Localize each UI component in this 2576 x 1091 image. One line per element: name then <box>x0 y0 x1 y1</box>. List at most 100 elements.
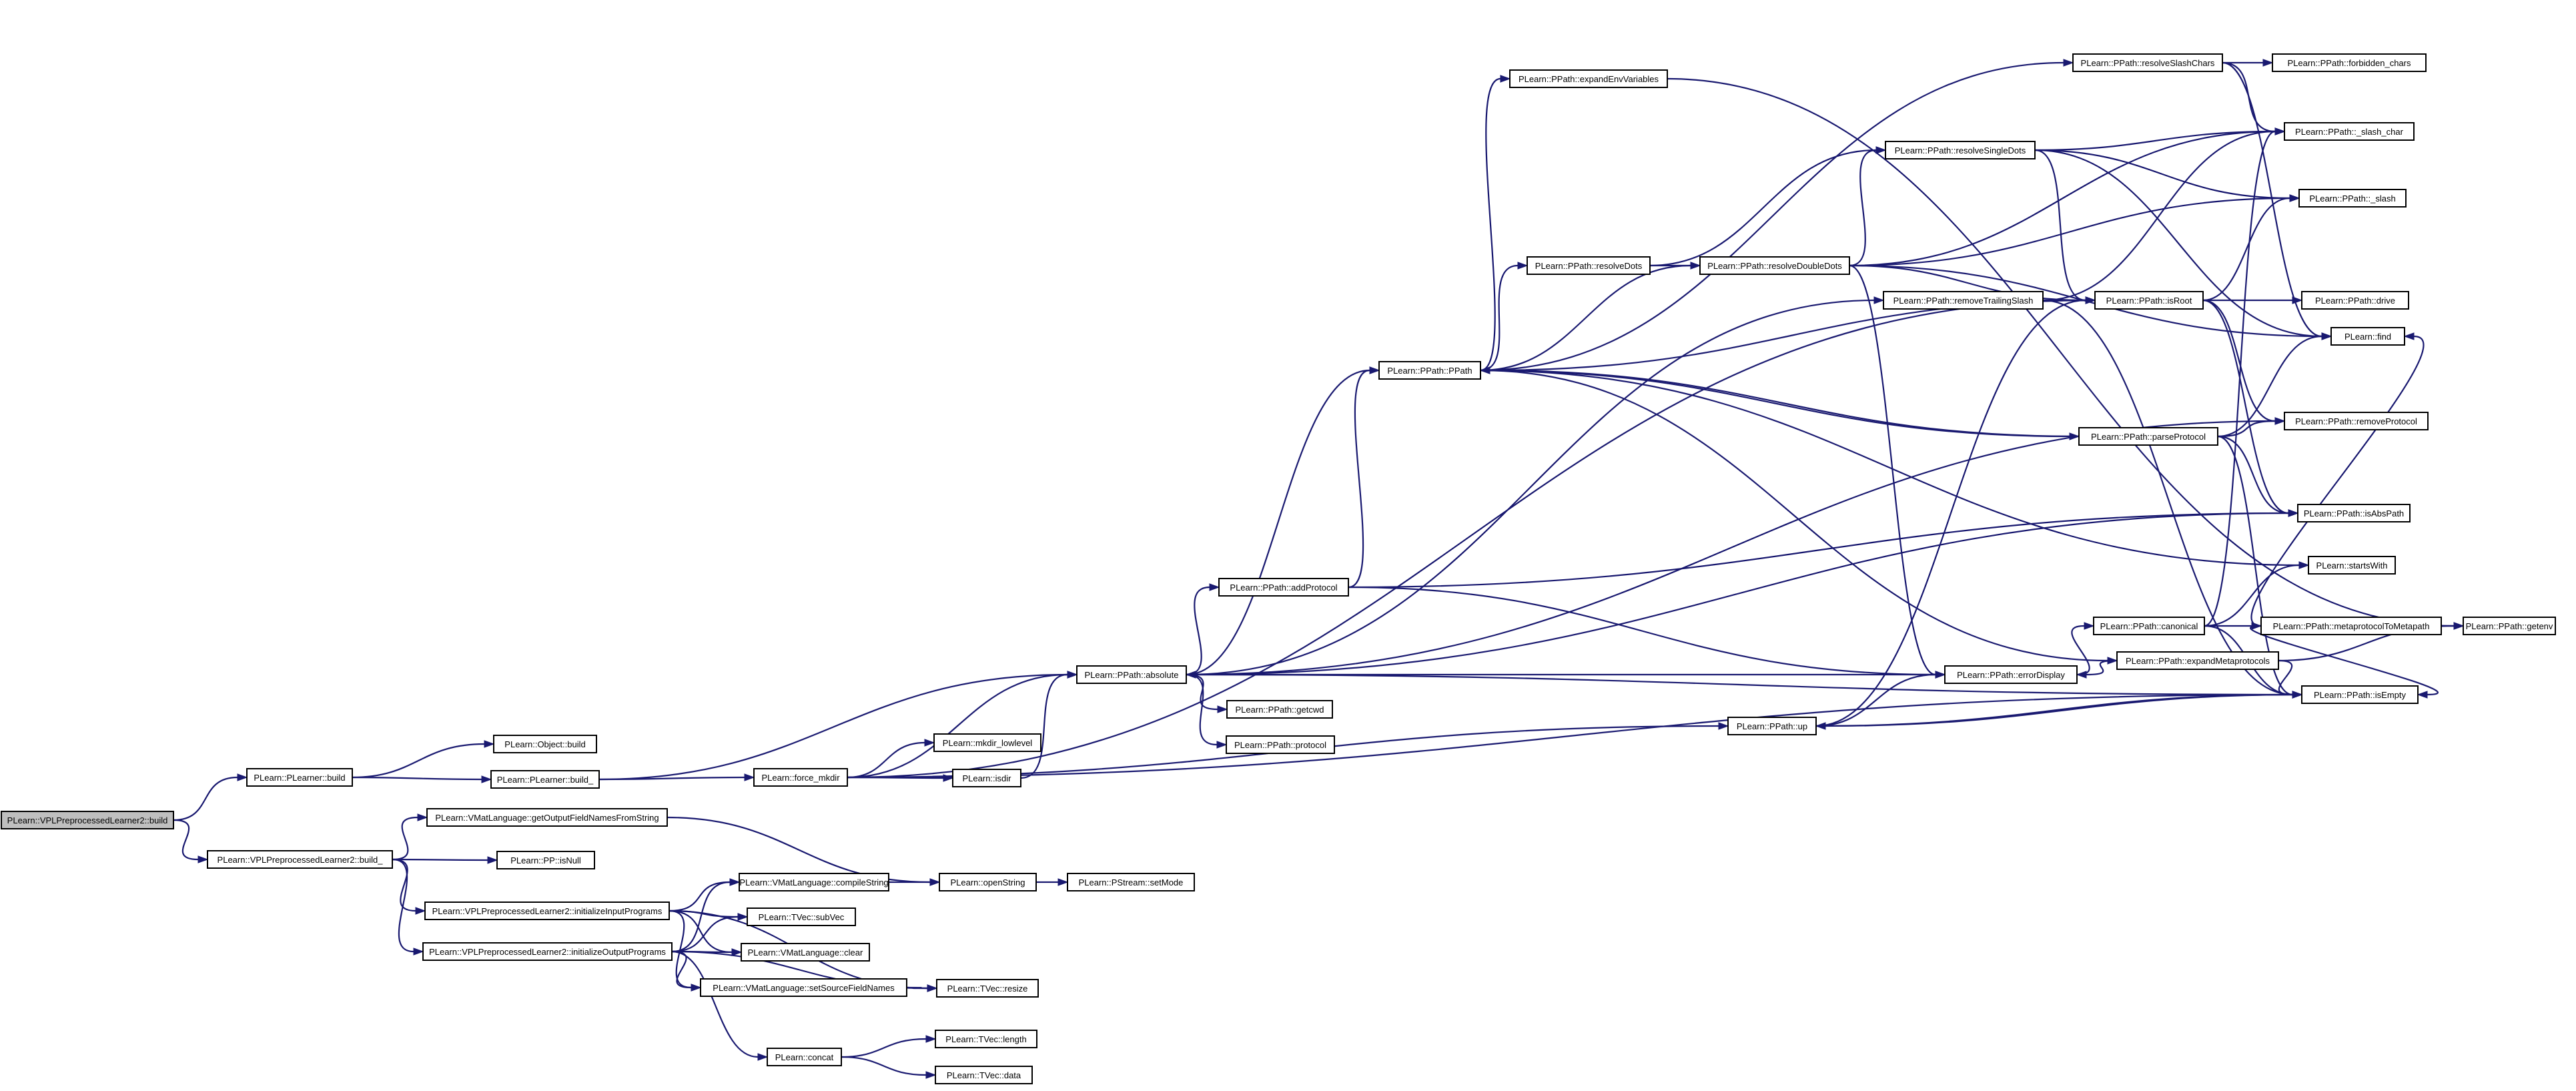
node-box[interactable] <box>753 768 848 787</box>
node-box[interactable] <box>2284 122 2415 141</box>
node-box[interactable] <box>426 808 668 827</box>
node-plearner_build[interactable]: PLearn::PLearner::build <box>246 768 353 787</box>
node-concat[interactable]: PLearn::concat <box>767 1048 842 1066</box>
node-box[interactable] <box>739 873 889 891</box>
node-getcwd[interactable]: PLearn::PPath::getcwd <box>1226 700 1333 719</box>
node-startsWith[interactable]: PLearn::startsWith <box>2308 556 2396 575</box>
node-getenv[interactable]: PLearn::PPath::getenv <box>2463 617 2556 635</box>
node-box[interactable] <box>2301 291 2409 310</box>
node-box[interactable] <box>2072 53 2223 72</box>
node-tvec_length[interactable]: PLearn::TVec::length <box>935 1030 1037 1048</box>
node-forbidden_chars[interactable]: PLearn::PPath::forbidden_chars <box>2272 53 2427 72</box>
node-vpl_build[interactable]: PLearn::VPLPreprocessedLearner2::build <box>1 811 174 829</box>
node-box[interactable] <box>741 943 870 962</box>
node-box[interactable] <box>767 1048 842 1066</box>
node-box[interactable] <box>1067 873 1195 891</box>
node-resolveSlashChars[interactable]: PLearn::PPath::resolveSlashChars <box>2072 53 2223 72</box>
node-tvec_resize[interactable]: PLearn::TVec::resize <box>936 979 1039 998</box>
node-box[interactable] <box>2272 53 2427 72</box>
node-box[interactable] <box>2308 556 2396 575</box>
node-box[interactable] <box>2297 504 2411 522</box>
node-ppisnull[interactable]: PLearn::PP::isNull <box>496 851 595 869</box>
node-slash_char[interactable]: PLearn::PPath::_slash_char <box>2284 122 2415 141</box>
node-box[interactable] <box>1885 141 2036 159</box>
node-setSourceFieldNames[interactable]: PLearn::VMatLanguage::setSourceFieldName… <box>700 978 907 997</box>
node-box[interactable] <box>2094 291 2204 310</box>
node-box[interactable] <box>700 978 907 997</box>
node-box[interactable] <box>1226 735 1335 754</box>
node-box[interactable] <box>1944 665 2078 684</box>
node-isRoot[interactable]: PLearn::PPath::isRoot <box>2094 291 2204 310</box>
node-box[interactable] <box>1883 291 2044 310</box>
node-resolveSingleDots[interactable]: PLearn::PPath::resolveSingleDots <box>1885 141 2036 159</box>
node-initOutput[interactable]: PLearn::VPLPreprocessedLearner2::initial… <box>422 942 673 961</box>
node-box[interactable] <box>490 770 600 789</box>
node-find[interactable]: PLearn::find <box>2330 327 2405 346</box>
node-box[interactable] <box>1509 69 1668 88</box>
node-setMode[interactable]: PLearn::PStream::setMode <box>1067 873 1195 891</box>
node-box[interactable] <box>933 733 1041 752</box>
node-box[interactable] <box>2463 617 2556 635</box>
node-ppath[interactable]: PLearn::PPath::PPath <box>1378 361 1481 380</box>
node-box[interactable] <box>1 811 174 829</box>
node-removeProtocol[interactable]: PLearn::PPath::removeProtocol <box>2284 412 2429 430</box>
node-subVec[interactable]: PLearn::TVec::subVec <box>747 907 856 926</box>
node-protocol[interactable]: PLearn::PPath::protocol <box>1226 735 1335 754</box>
node-box[interactable] <box>2260 617 2442 635</box>
node-ppath_up[interactable]: PLearn::PPath::up <box>1727 717 1817 735</box>
node-object_build[interactable]: PLearn::Object::build <box>493 735 597 753</box>
node-box[interactable] <box>2116 651 2279 670</box>
node-metaprotocolToMetapath[interactable]: PLearn::PPath::metaprotocolToMetapath <box>2260 617 2442 635</box>
node-box[interactable] <box>422 942 673 961</box>
node-absolute[interactable]: PLearn::PPath::absolute <box>1076 665 1187 684</box>
node-box[interactable] <box>952 769 1021 787</box>
node-resolveDoubleDots[interactable]: PLearn::PPath::resolveDoubleDots <box>1699 256 1850 275</box>
node-isAbsPath[interactable]: PLearn::PPath::isAbsPath <box>2297 504 2411 522</box>
node-plearner_build_[interactable]: PLearn::PLearner::build_ <box>490 770 600 789</box>
node-box[interactable] <box>1527 256 1651 275</box>
node-box[interactable] <box>1226 700 1333 719</box>
node-removeTrailingSlash[interactable]: PLearn::PPath::removeTrailingSlash <box>1883 291 2044 310</box>
node-box[interactable] <box>747 907 856 926</box>
node-resolveDots[interactable]: PLearn::PPath::resolveDots <box>1527 256 1651 275</box>
node-box[interactable] <box>496 851 595 869</box>
node-box[interactable] <box>2330 327 2405 346</box>
node-isEmpty[interactable]: PLearn::PPath::isEmpty <box>2301 685 2419 704</box>
node-getOutputFieldNames[interactable]: PLearn::VMatLanguage::getOutputFieldName… <box>426 808 668 827</box>
node-addProtocol[interactable]: PLearn::PPath::addProtocol <box>1218 578 1349 597</box>
node-expandMetaprotocols[interactable]: PLearn::PPath::expandMetaprotocols <box>2116 651 2279 670</box>
node-isdir[interactable]: PLearn::isdir <box>952 769 1021 787</box>
node-box[interactable] <box>935 1066 1033 1084</box>
node-box[interactable] <box>939 873 1037 891</box>
node-drive[interactable]: PLearn::PPath::drive <box>2301 291 2409 310</box>
node-box[interactable] <box>493 735 597 753</box>
node-canonical[interactable]: PLearn::PPath::canonical <box>2093 617 2205 635</box>
node-expandEnv[interactable]: PLearn::PPath::expandEnvVariables <box>1509 69 1668 88</box>
node-box[interactable] <box>2093 617 2205 635</box>
node-box[interactable] <box>2298 189 2407 208</box>
node-box[interactable] <box>1076 665 1187 684</box>
node-slash[interactable]: PLearn::PPath::_slash <box>2298 189 2407 208</box>
node-initInput[interactable]: PLearn::VPLPreprocessedLearner2::initial… <box>424 901 670 920</box>
node-openString[interactable]: PLearn::openString <box>939 873 1037 891</box>
node-box[interactable] <box>1218 578 1349 597</box>
node-vpl_build_[interactable]: PLearn::VPLPreprocessedLearner2::build_ <box>207 850 393 869</box>
node-box[interactable] <box>1699 256 1850 275</box>
node-mkdir_lowlevel[interactable]: PLearn::mkdir_lowlevel <box>933 733 1041 752</box>
node-vml_clear[interactable]: PLearn::VMatLanguage::clear <box>741 943 870 962</box>
node-box[interactable] <box>935 1030 1037 1048</box>
node-box[interactable] <box>2078 427 2218 446</box>
node-force_mkdir[interactable]: PLearn::force_mkdir <box>753 768 848 787</box>
node-box[interactable] <box>936 979 1039 998</box>
node-box[interactable] <box>1378 361 1481 380</box>
node-box[interactable] <box>424 901 670 920</box>
node-compileString[interactable]: PLearn::VMatLanguage::compileString <box>739 873 889 891</box>
node-errorDisplay[interactable]: PLearn::PPath::errorDisplay <box>1944 665 2078 684</box>
node-box[interactable] <box>246 768 353 787</box>
node-box[interactable] <box>1727 717 1817 735</box>
node-box[interactable] <box>2301 685 2419 704</box>
node-parseProtocol[interactable]: PLearn::PPath::parseProtocol <box>2078 427 2218 446</box>
node-tvec_data[interactable]: PLearn::TVec::data <box>935 1066 1033 1084</box>
node-box[interactable] <box>2284 412 2429 430</box>
node-box[interactable] <box>207 850 393 869</box>
